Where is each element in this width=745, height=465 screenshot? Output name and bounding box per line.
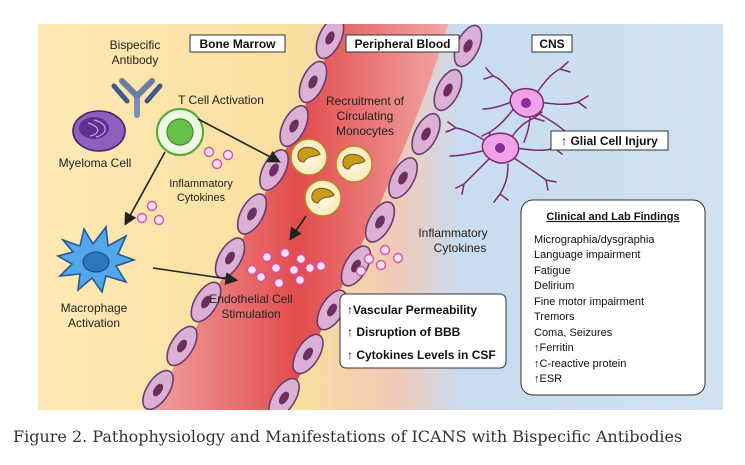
- clinical-finding-item: ↑ESR: [534, 373, 562, 385]
- glial-injury-box: ↑ Glial Cell Injury: [550, 130, 669, 151]
- recruitment-label: Circulating: [337, 109, 394, 123]
- monocyte-icon: [290, 138, 328, 176]
- vessel-wall-right-nuclei: [278, 39, 473, 405]
- cytokine-cluster-vessel: [246, 247, 327, 289]
- recruitment-label: Recruitment of: [326, 94, 405, 108]
- monocyte-icon: [335, 145, 373, 183]
- neuron-icon: [445, 111, 565, 203]
- cytokine-cluster-right: [355, 244, 404, 277]
- clinical-finding-item: Fine motor impairment: [534, 296, 644, 308]
- svg-text:CNS: CNS: [539, 37, 564, 51]
- region-label-peripheral-blood: Peripheral Blood: [345, 34, 460, 53]
- clinical-finding-item: ↑Ferritin: [534, 342, 574, 354]
- t-cell-icon: [156, 108, 204, 156]
- clinical-findings-box: Clinical and Lab Findings Micrographia/d…: [520, 199, 706, 396]
- macrophage-icon: [55, 224, 137, 294]
- clinical-finding-item: Delirium: [534, 280, 574, 292]
- icans-diagram: Bone Marrow Peripheral Blood CNS Bispeci…: [38, 16, 723, 419]
- vessel-wall-left-nuclei: [152, 31, 335, 397]
- clinical-finding-item: Coma, Seizures: [534, 327, 613, 339]
- vascular-effect-item: ↑ Cytokines Levels in CSF: [347, 348, 496, 362]
- vascular-effect-item: ↑Vascular Permeability: [347, 303, 477, 317]
- recruitment-label: Monocytes: [336, 124, 394, 138]
- clinical-finding-item: Tremors: [534, 311, 575, 323]
- myeloma-cell-label: Myeloma Cell: [59, 156, 132, 170]
- bispecific-antibody-label: Antibody: [112, 53, 159, 67]
- clinical-finding-item: Language impairment: [534, 249, 640, 261]
- monocyte-icon: [304, 179, 342, 217]
- bispecific-antibody-icon: [111, 78, 163, 118]
- svg-text:↑ Glial Cell Injury: ↑ Glial Cell Injury: [561, 134, 658, 148]
- pathway-arrows: [124, 118, 307, 285]
- endothelial-label: Endothelial Cell: [209, 292, 292, 306]
- clinical-findings-title: Clinical and Lab Findings: [546, 211, 679, 223]
- inflammatory-cytokines-left-label: Cytokines: [177, 192, 226, 204]
- myeloma-cell-icon: [72, 110, 126, 152]
- clinical-finding-item: ↑C-reactive protein: [534, 358, 626, 370]
- region-label-bone-marrow: Bone Marrow: [189, 34, 286, 53]
- bispecific-antibody-label: Bispecific: [110, 38, 161, 52]
- svg-text:Bone Marrow: Bone Marrow: [199, 37, 276, 51]
- inflammatory-cytokines-right-label: Cytokines: [434, 241, 487, 255]
- cytokine-cluster-left: [136, 146, 234, 226]
- t-cell-activation-label: T Cell Activation: [178, 93, 264, 107]
- vascular-effects-box: ↑Vascular Permeability ↑ Disruption of B…: [339, 293, 507, 369]
- clinical-finding-item: Micrographia/dysgraphia: [534, 234, 655, 246]
- endothelial-label: Stimulation: [221, 307, 280, 321]
- figure-caption: Figure 2. Pathophysiology and Manifestat…: [13, 427, 683, 446]
- svg-text:Peripheral Blood: Peripheral Blood: [354, 37, 450, 51]
- macrophage-activation-label: Activation: [68, 316, 120, 330]
- clinical-finding-item: Fatigue: [534, 265, 571, 277]
- blood-vessel: [150, 24, 448, 410]
- inflammatory-cytokines-left-label: Inflammatory: [169, 178, 233, 190]
- region-label-cns: CNS: [531, 34, 573, 53]
- inflammatory-cytokines-right-label: Inflammatory: [418, 226, 487, 240]
- vascular-effect-item: ↑ Disruption of BBB: [347, 325, 461, 339]
- macrophage-activation-label: Macrophage: [61, 301, 128, 315]
